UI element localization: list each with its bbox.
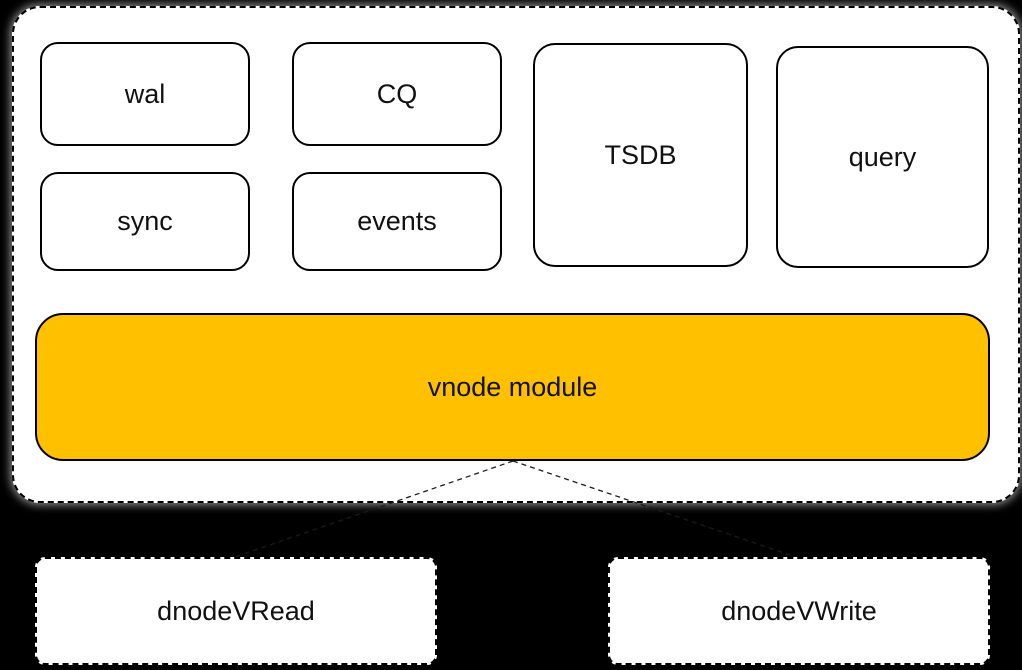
vnode-module-bar: vnode module — [35, 313, 990, 461]
module-label-wal: wal — [124, 78, 166, 109]
module-label-events: events — [357, 206, 437, 236]
module-label-sync: sync — [117, 206, 173, 236]
dnode-vwrite-label: dnodeVWrite — [721, 595, 877, 626]
dnode-vread-label: dnodeVRead — [157, 595, 315, 626]
module-box-query: query — [776, 46, 989, 268]
module-label-tsdb: TSDB — [604, 139, 677, 170]
dnode-vread-box: dnodeVRead — [35, 557, 437, 665]
module-box-events: events — [292, 172, 502, 271]
module-box-wal: wal — [40, 42, 250, 146]
vnode-module-label: vnode module — [427, 371, 598, 402]
module-box-sync: sync — [40, 172, 250, 271]
module-label-cq: CQ — [376, 78, 418, 109]
module-box-tsdb: TSDB — [533, 43, 748, 267]
module-label-query: query — [848, 141, 917, 172]
dnode-vwrite-box: dnodeVWrite — [608, 557, 990, 665]
module-box-cq: CQ — [292, 42, 502, 146]
